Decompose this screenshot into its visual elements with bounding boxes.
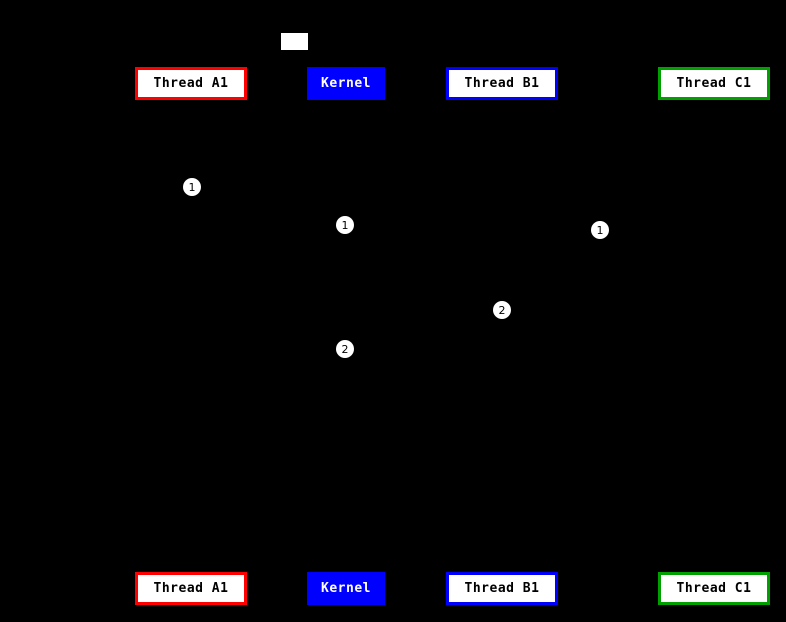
participant-thread-b1-top: Thread B1 [446, 67, 558, 100]
participant-thread-b1-bottom: Thread B1 [446, 572, 558, 605]
step-marker-1-kernel: 1 [336, 216, 354, 234]
participant-thread-a1-bottom: Thread A1 [135, 572, 247, 605]
step-marker-2-thread-b1: 2 [493, 301, 511, 319]
activation-box [281, 33, 308, 50]
step-marker-2-kernel: 2 [336, 340, 354, 358]
participant-thread-c1-top: Thread C1 [658, 67, 770, 100]
participant-kernel-top: Kernel [307, 67, 385, 100]
step-marker-1-thread-a1: 1 [183, 178, 201, 196]
participant-thread-c1-bottom: Thread C1 [658, 572, 770, 605]
step-marker-1-right: 1 [591, 221, 609, 239]
participant-kernel-bottom: Kernel [307, 572, 385, 605]
participant-thread-a1-top: Thread A1 [135, 67, 247, 100]
